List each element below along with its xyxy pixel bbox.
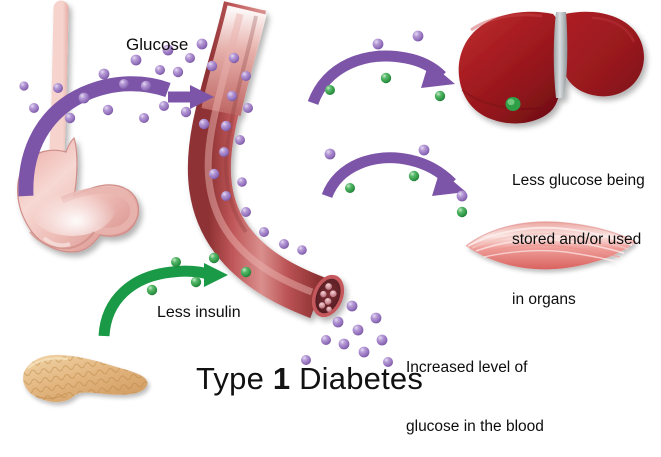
glucose-to-liver-arrow bbox=[307, 50, 455, 106]
title-prefix: Type bbox=[196, 361, 273, 396]
blood-vessel bbox=[187, 1, 345, 319]
glucose-molecules bbox=[19, 30, 468, 367]
label-increased-blood-glucose-line2: glucose in the blood bbox=[406, 418, 544, 436]
title-suffix: Diabetes bbox=[290, 361, 424, 396]
label-less-glucose-organs-line3: in organs bbox=[512, 290, 576, 308]
diagram-artwork bbox=[17, 0, 644, 403]
insulin-release-arrow bbox=[98, 263, 228, 337]
pancreas bbox=[23, 354, 148, 403]
label-less-glucose-organs-line2: stored and/or used bbox=[512, 231, 642, 249]
label-glucose: Glucose bbox=[126, 35, 189, 54]
title-number: 1 bbox=[272, 361, 291, 396]
label-increased-blood-glucose: Increased level of glucose in the blood bbox=[406, 318, 544, 457]
liver bbox=[458, 11, 644, 124]
label-increased-blood-glucose-line1: Increased level of bbox=[406, 358, 528, 376]
diabetes-diagram: Glucose Less insulin Less glucose being … bbox=[17, 0, 645, 436]
label-less-insulin: Less insulin bbox=[157, 304, 241, 321]
insulin-molecules bbox=[146, 72, 468, 296]
glucose-into-vessel-arrow bbox=[168, 85, 214, 109]
stomach bbox=[17, 0, 140, 253]
diagram-title: Type 1 Diabetes bbox=[196, 361, 423, 397]
label-less-glucose-organs-line1: Less glucose being bbox=[512, 171, 645, 189]
muscle bbox=[465, 221, 637, 270]
glucose-to-muscle-arrow bbox=[321, 152, 466, 199]
label-less-glucose-organs: Less glucose being stored and/or used in… bbox=[512, 131, 645, 329]
